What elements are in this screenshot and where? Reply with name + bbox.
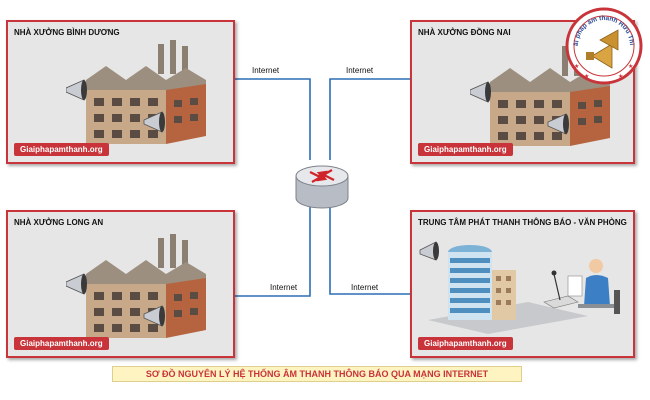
factory-illustration: [470, 42, 610, 146]
link-label-top-left: Internet: [252, 66, 280, 75]
office-building-icon: [448, 245, 516, 320]
router-icon: [295, 165, 349, 209]
operator-icon: [567, 259, 620, 314]
panel-title: NHÀ XƯỞNG ĐỒNG NAI: [418, 28, 511, 37]
factory-illustration: [66, 40, 206, 144]
horn-speaker-icon: [470, 81, 491, 103]
megaphone-icon: [586, 29, 619, 69]
horn-speaker-icon: [143, 305, 165, 327]
panel-title: TRUNG TÂM PHÁT THANH THÔNG BÁO - VĂN PHÒ…: [418, 218, 627, 227]
site-tag: Giaiphapamthanh.org: [418, 143, 513, 156]
svg-text:★: ★: [574, 63, 579, 70]
link-label-top-right: Internet: [346, 66, 374, 75]
link-line-bottom-left: [235, 205, 311, 297]
link-line-top-left: [235, 78, 311, 160]
site-tag: Giaiphapamthanh.org: [14, 143, 109, 156]
svg-text:★: ★: [628, 63, 633, 70]
link-label-bottom-right: Internet: [351, 283, 379, 292]
panel-title: NHÀ XƯỞNG BÌNH DƯƠNG: [14, 28, 120, 37]
link-line-bottom-right: [329, 205, 410, 295]
site-tag: Giaiphapamthanh.org: [14, 337, 109, 350]
panel-dong-nai: NHÀ XƯỞNG ĐỒNG NAI Giaiphapamthanh.org: [410, 20, 635, 164]
link-label-bottom-left: Internet: [270, 283, 298, 292]
horn-speaker-icon: [547, 113, 569, 135]
horn-speaker-icon: [66, 273, 87, 295]
broadcast-center-illustration: [419, 241, 620, 334]
horn-speaker-icon: [66, 79, 87, 101]
horn-speaker-icon: [419, 241, 439, 261]
svg-text:★: ★: [584, 73, 589, 80]
panel-title: NHÀ XƯỞNG LONG AN: [14, 218, 104, 227]
diagram-caption: SƠ ĐỒ NGUYÊN LÝ HỆ THỐNG ÂM THANH THÔNG …: [112, 366, 522, 382]
panel-broadcast-center: TRUNG TÂM PHÁT THANH THÔNG BÁO - VĂN PHÒ…: [410, 210, 635, 358]
panel-binh-duong: NHÀ XƯỞNG BÌNH DƯƠNG Giaiphapamthanh.org: [6, 20, 235, 164]
brand-logo: Giải pháp âm thanh Hữu Thiện ★★★★: [561, 1, 644, 86]
panel-long-an: NHÀ XƯỞNG LONG AN Giaiphapamthanh.org: [6, 210, 235, 358]
link-line-top-right: [329, 78, 410, 160]
site-tag: Giaiphapamthanh.org: [418, 337, 513, 350]
svg-text:★: ★: [618, 73, 623, 80]
factory-illustration: [66, 234, 206, 338]
paging-console-icon: [543, 270, 579, 309]
horn-speaker-icon: [143, 111, 165, 133]
